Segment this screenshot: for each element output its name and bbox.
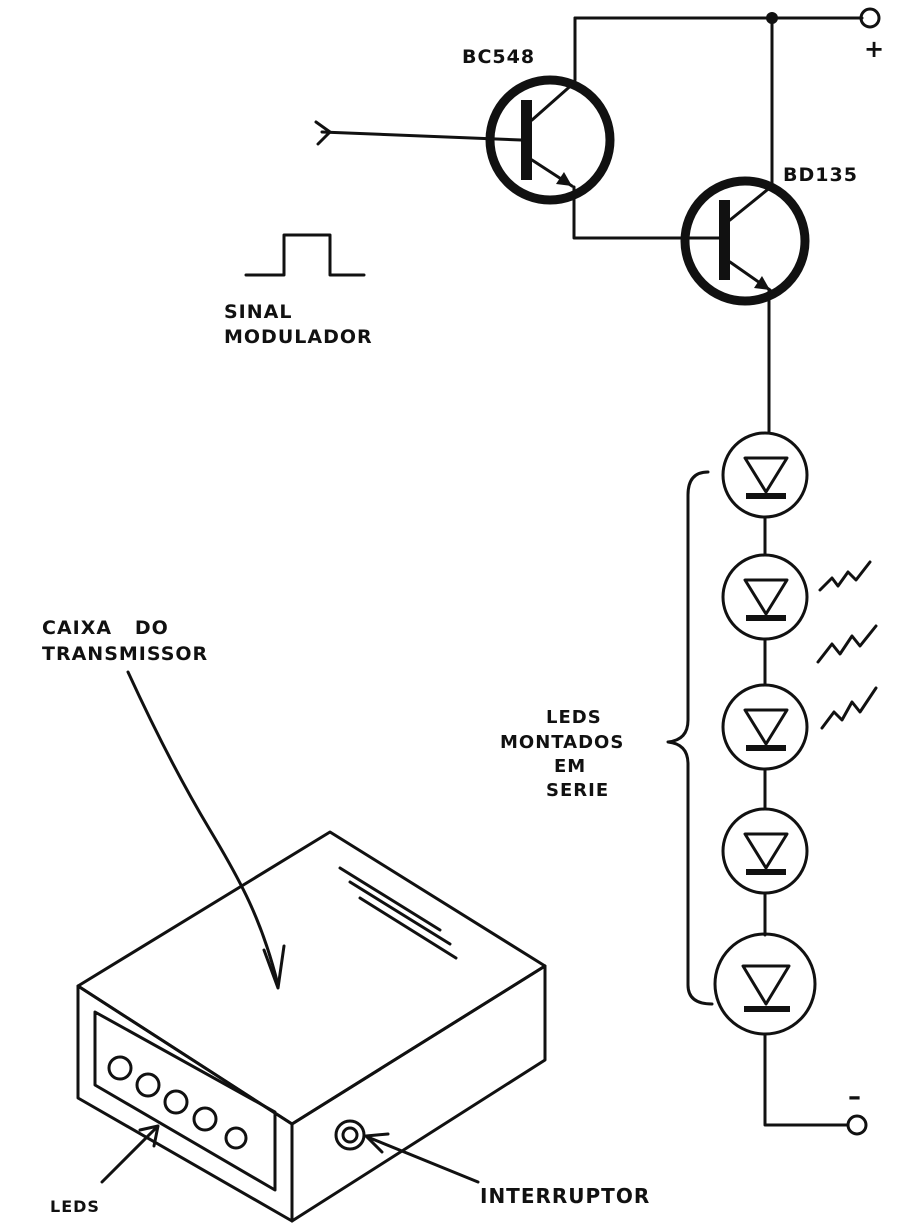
positive-terminal[interactable] bbox=[859, 7, 881, 29]
transistor-q2-label: BD135 bbox=[783, 164, 858, 186]
transmitter-box bbox=[76, 830, 547, 1223]
light-emission-icon bbox=[816, 560, 878, 730]
led-3 bbox=[721, 683, 809, 771]
leds-brace bbox=[666, 470, 714, 1006]
transistor-q2 bbox=[680, 176, 810, 306]
positive-terminal-label: + bbox=[864, 35, 885, 63]
leds-pointer-arrow bbox=[100, 1126, 158, 1184]
junction-dot bbox=[766, 12, 778, 24]
leds-label-line1: LEDS bbox=[546, 707, 602, 728]
positive-rail bbox=[573, 12, 864, 187]
led-5 bbox=[713, 932, 817, 1036]
leds-label-line3: EM bbox=[554, 756, 586, 777]
led-2 bbox=[721, 553, 809, 641]
box-leds bbox=[107, 1055, 248, 1150]
negative-rail bbox=[763, 1032, 850, 1127]
led-4 bbox=[721, 807, 809, 895]
negative-terminal[interactable] bbox=[846, 1114, 868, 1136]
signal-input[interactable] bbox=[314, 120, 523, 146]
leds-label-line2: MONTADOS bbox=[500, 732, 624, 753]
leds-bottom-label: LEDS bbox=[50, 1197, 100, 1216]
transistor-q1-label: BC548 bbox=[462, 46, 535, 68]
interruptor-label: INTERRUPTOR bbox=[480, 1184, 650, 1208]
q1-q2-link bbox=[572, 185, 722, 240]
led-1 bbox=[721, 431, 809, 519]
negative-terminal-label: – bbox=[848, 1082, 862, 1112]
box-label-line2: TRANSMISSOR bbox=[42, 643, 208, 665]
led-string bbox=[713, 431, 817, 1036]
box-label-line1: CAIXA DO bbox=[42, 617, 169, 639]
interruptor-pointer-arrow bbox=[368, 1136, 480, 1184]
square-pulse-icon bbox=[244, 233, 366, 277]
signal-label-line2: MODULADOR bbox=[224, 326, 373, 348]
box-pointer-arrow bbox=[126, 670, 280, 987]
signal-label-line1: SINAL bbox=[224, 301, 292, 323]
power-switch-icon[interactable] bbox=[334, 1119, 366, 1151]
leds-label-line4: SERIE bbox=[546, 780, 609, 801]
